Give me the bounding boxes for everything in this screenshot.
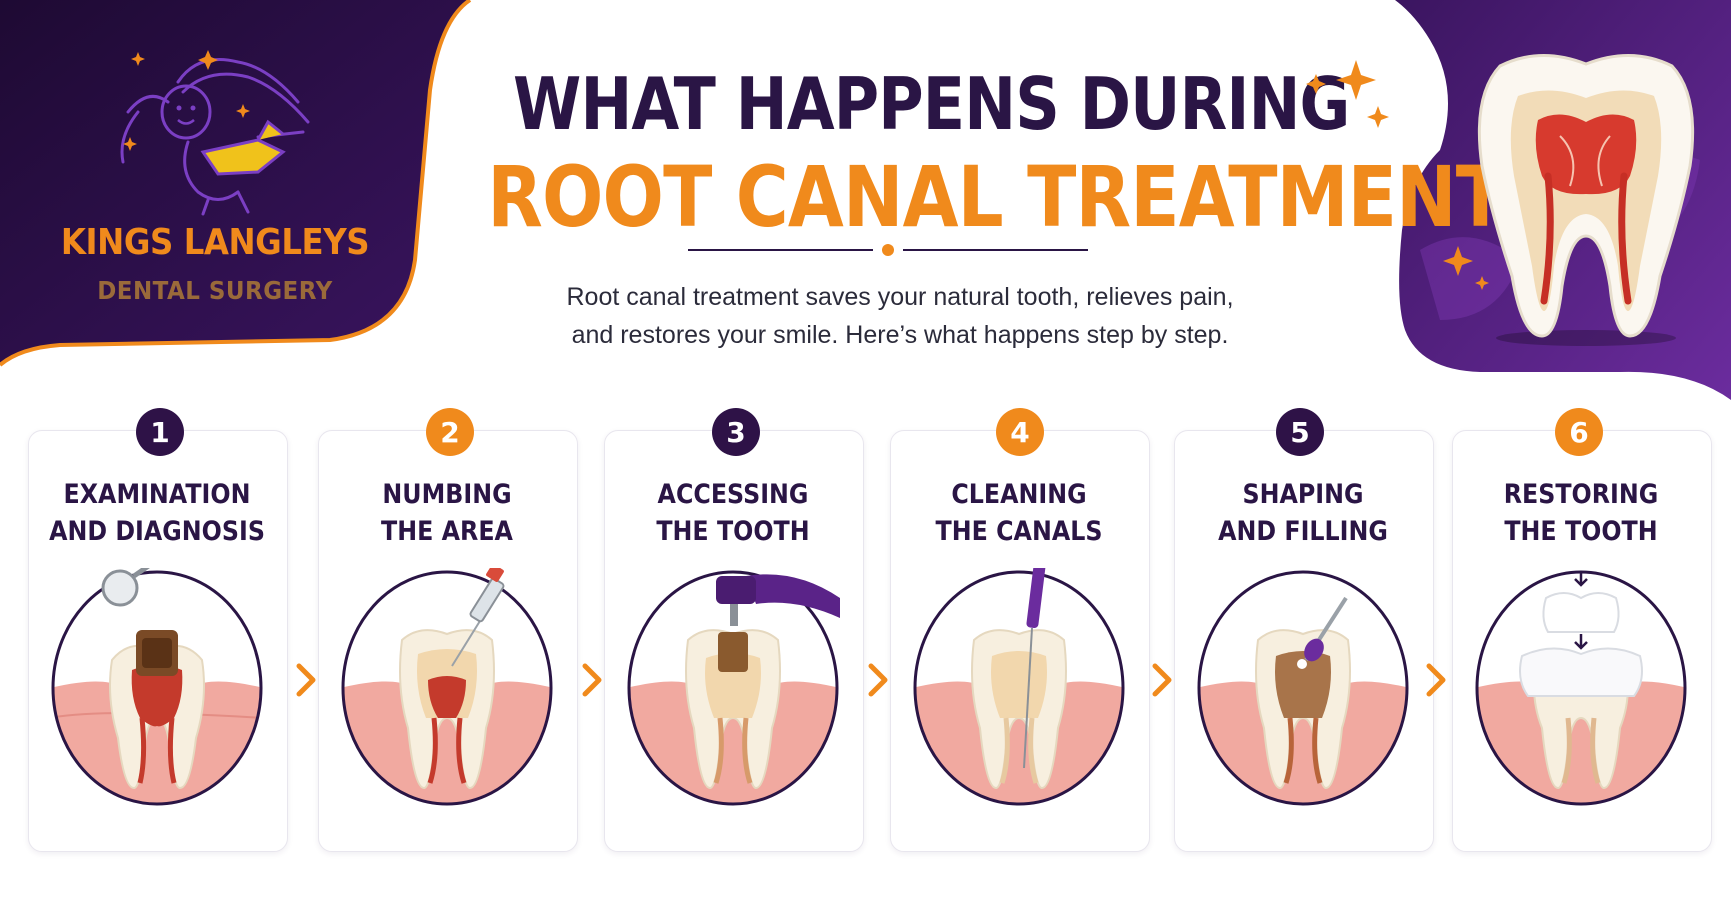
sparkle-icon bbox=[1443, 246, 1489, 290]
step-number-badge: 1 bbox=[136, 408, 184, 456]
syringe-icon bbox=[451, 568, 505, 667]
cleaning-illustration bbox=[913, 568, 1125, 806]
chevron-right-icon bbox=[1426, 663, 1446, 697]
title-divider bbox=[688, 244, 1088, 256]
step-number-badge: 2 bbox=[426, 408, 474, 456]
restoring-illustration bbox=[1475, 570, 1687, 806]
headline-line-2: ROOT CANAL TREATMENT? bbox=[487, 148, 1546, 246]
step-title: EXAMINATION AND DIAGNOSIS bbox=[49, 479, 265, 547]
filling-instrument-icon bbox=[1297, 596, 1348, 669]
step-number-badge: 6 bbox=[1555, 408, 1603, 456]
drill-icon bbox=[716, 574, 840, 626]
chevron-right-icon bbox=[296, 663, 316, 697]
mirror-icon bbox=[101, 569, 139, 607]
chevron-right-icon bbox=[582, 663, 602, 697]
brand-subtitle: DENTAL SURGERY bbox=[97, 276, 333, 305]
step-number-badge: 4 bbox=[996, 408, 1044, 456]
shaping-filling-illustration bbox=[1197, 570, 1409, 806]
accessing-illustration bbox=[627, 570, 840, 806]
chevron-right-icon bbox=[868, 663, 888, 697]
step-number-badge: 3 bbox=[712, 408, 760, 456]
tooth-mascot-logo-icon bbox=[120, 50, 310, 216]
numbing-illustration bbox=[341, 568, 553, 806]
step-number-badge: 5 bbox=[1276, 408, 1324, 456]
chevron-right-icon bbox=[1152, 663, 1172, 697]
headline-line-1: WHAT HAPPENS DURING bbox=[513, 62, 1350, 146]
examination-illustration bbox=[51, 568, 263, 806]
step-title: NUMBING THE AREA bbox=[381, 479, 513, 547]
step-title: CLEANING THE CANALS bbox=[935, 479, 1103, 547]
step-title: RESTORING THE TOOTH bbox=[1503, 479, 1659, 547]
brand-name: KINGS LANGLEYS bbox=[60, 222, 370, 263]
step-title: SHAPING AND FILLING bbox=[1218, 479, 1388, 547]
file-icon bbox=[1023, 568, 1046, 769]
crown-icon bbox=[1519, 572, 1643, 697]
sparkle-icon bbox=[1306, 60, 1389, 128]
tooth-cross-section-icon bbox=[1477, 54, 1695, 346]
intro-text: Root canal treatment saves your natural … bbox=[566, 283, 1234, 349]
step-title: ACCESSING THE TOOTH bbox=[656, 479, 810, 547]
